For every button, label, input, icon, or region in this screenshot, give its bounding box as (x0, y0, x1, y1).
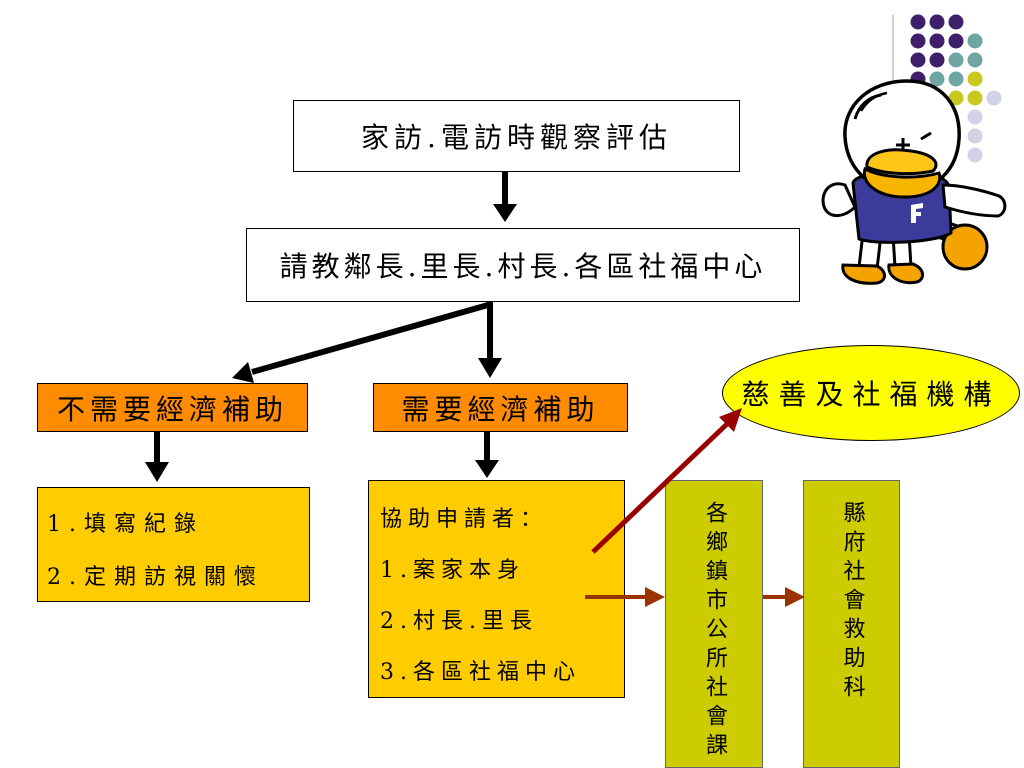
county-office-box: 縣府社會救助科 (803, 480, 900, 768)
decor-dot (929, 14, 945, 30)
charity-label: 慈善及社福機構 (741, 378, 1001, 411)
arrow-head (145, 462, 169, 482)
mascot-kick-foot (941, 223, 989, 271)
aid-item: 3.各區社福中心 (380, 660, 581, 685)
assessment-label: 家訪.電訪時觀察評估 (361, 121, 672, 154)
arrow-head (475, 460, 499, 478)
aid-item: 2.村長.里長 (380, 609, 538, 634)
arrow-aid-to-detail (475, 432, 499, 478)
aid-header-label: 需要經濟補助 (401, 392, 600, 426)
mascot-right-arm (941, 183, 1007, 218)
county-office-label: 縣府社會救助科 (839, 501, 865, 704)
aid-title: 協助申請者： (380, 507, 549, 532)
arrow-head (785, 587, 805, 607)
arrow-consult-to-no-aid (232, 302, 489, 383)
mascot-left-arm (821, 182, 857, 217)
arrow-assess-to-consult (493, 172, 517, 222)
decor-dot (910, 33, 926, 49)
decor-dot (929, 33, 945, 49)
town-office-box: 各鄉鎮市公所社會課 (665, 480, 763, 768)
aid-header-box: 需要經濟補助 (373, 383, 628, 432)
arrow-head (645, 587, 665, 607)
decor-dot (967, 52, 983, 68)
no-aid-item: 2.定期訪視關懷 (47, 565, 264, 590)
duck-mascot-icon (821, 79, 1007, 285)
decor-dot (967, 33, 983, 49)
no-aid-header-label: 不需要經濟補助 (56, 392, 288, 426)
consultation-label: 請教鄰長.里長.村長.各區社福中心 (279, 250, 767, 283)
arrow-no-aid-to-detail (145, 432, 169, 482)
no-aid-item: 1.填寫紀錄 (47, 512, 204, 537)
decor-dot (948, 14, 964, 30)
consultation-box: 請教鄰長.里長.村長.各區社福中心 (246, 228, 800, 302)
decor-dot (910, 52, 926, 68)
arrow-head (232, 362, 254, 383)
mascot-hair-tuft (859, 91, 888, 112)
decor-dot (910, 14, 926, 30)
mascot-left-foot (841, 263, 886, 285)
arrow-head (493, 204, 517, 222)
decor-dot (948, 33, 964, 49)
mascot-beak-upper (865, 148, 938, 176)
decor-dot (929, 52, 945, 68)
town-office-label: 各鄉鎮市公所社會課 (702, 501, 727, 762)
mascot-eye-icon (920, 131, 932, 141)
aid-item: 1.案家本身 (380, 558, 525, 583)
no-aid-header-box: 不需要經濟補助 (37, 383, 308, 432)
mascot-right-foot (887, 262, 924, 285)
arrow-consult-to-aid (478, 302, 502, 378)
arrow-town-to-county-office (763, 587, 805, 607)
decor-dot (948, 52, 964, 68)
arrow-shaft (251, 302, 489, 375)
aid-detail-box: 協助申請者： 1.案家本身 2.村長.里長 3.各區社福中心 (368, 480, 625, 698)
arrow-head (478, 358, 502, 378)
assessment-box: 家訪.電訪時觀察評估 (293, 100, 740, 172)
mascot-beak-lower (862, 166, 942, 199)
no-aid-detail-box: 1.填寫紀錄 2.定期訪視關懷 (37, 487, 310, 602)
mascot-shirt-logo (911, 203, 923, 223)
charity-ellipse: 慈善及社福機構 (722, 345, 1020, 441)
